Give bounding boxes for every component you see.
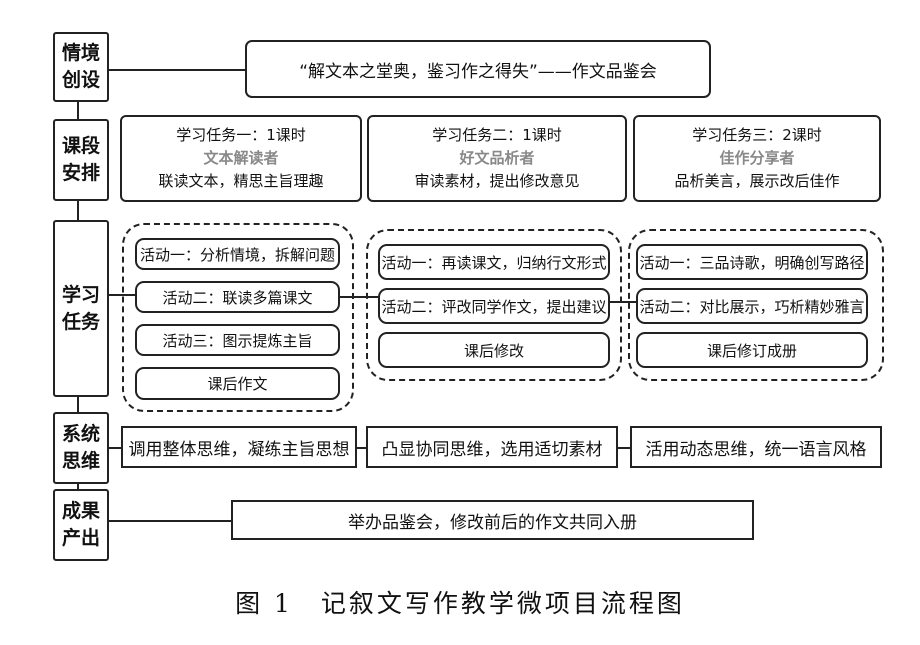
task-card-2-role: 好文品析者 bbox=[459, 149, 535, 167]
activity-group-2 bbox=[366, 229, 622, 381]
activity-group-3 bbox=[628, 229, 884, 381]
group1-activity-2-text: 活动二：联读多篇课文 bbox=[162, 288, 313, 307]
row-label-schedule: 课段 安排 bbox=[53, 119, 109, 201]
group1-activity-1: 活动一：分析情境，拆解问题 bbox=[135, 238, 340, 270]
task-card-2: 学习任务二：1课时 好文品析者 审读素材，提出修改意见 bbox=[367, 115, 627, 202]
group2-homework: 课后修改 bbox=[378, 332, 610, 368]
outcome-text: 举办品鉴会，修改前后的作文共同入册 bbox=[348, 512, 637, 533]
thinking-box-1-text: 调用整体思维，凝练主旨思想 bbox=[128, 439, 350, 460]
thinking-connector-1 bbox=[108, 447, 122, 449]
group3-activity-2: 活动二：对比展示，巧析精妙雅言 bbox=[636, 288, 868, 324]
group3-homework: 课后修订成册 bbox=[636, 332, 868, 368]
row-label-scenario-line2: 创设 bbox=[61, 69, 100, 91]
row-label-schedule-line2: 安排 bbox=[61, 162, 100, 184]
group2-homework-text: 课后修改 bbox=[463, 341, 524, 360]
thinking-box-2: 凸显协同思维，选用适切素材 bbox=[366, 426, 618, 468]
task-card-3-role: 佳作分享者 bbox=[719, 149, 795, 167]
task-card-1-desc: 联读文本，精思主旨理趣 bbox=[158, 172, 324, 190]
row-label-outcome-line1: 成果 bbox=[61, 500, 100, 522]
group3-activity-2-text: 活动二：对比展示，巧析精妙雅言 bbox=[639, 297, 865, 316]
activity-connector-2 bbox=[338, 296, 380, 298]
group1-activity-3-text: 活动三：图示提炼主旨 bbox=[162, 331, 313, 350]
activity-connector-3 bbox=[609, 301, 636, 303]
task-card-1-role: 文本解读者 bbox=[203, 149, 279, 167]
task-card-3-desc: 品析美言，展示改后佳作 bbox=[674, 172, 840, 190]
thinking-connector-3 bbox=[617, 447, 631, 449]
row-label-schedule-line1: 课段 bbox=[61, 135, 100, 157]
figure-caption: 图 1 记叙文写作教学微项目流程图 bbox=[235, 589, 685, 618]
group3-homework-text: 课后修订成册 bbox=[706, 341, 797, 360]
row-label-thinking-line1: 系统 bbox=[61, 423, 100, 445]
row-label-thinking: 系统 思维 bbox=[53, 412, 109, 484]
group1-homework-text: 课后作文 bbox=[207, 375, 268, 393]
task-card-1: 学习任务一：1课时 文本解读者 联读文本，精思主旨理趣 bbox=[120, 115, 362, 202]
outcome-connector bbox=[108, 520, 232, 522]
row-label-tasks: 学习 任务 bbox=[53, 220, 109, 397]
task-card-2-title: 学习任务二：1课时 bbox=[432, 126, 562, 144]
activity-group-1 bbox=[122, 223, 354, 412]
theme-box: “解文本之堂奥，鉴习作之得失”——作文品鉴会 bbox=[245, 40, 711, 98]
group1-homework: 课后作文 bbox=[135, 367, 340, 400]
row-label-tasks-line1: 学习 bbox=[61, 283, 100, 306]
row-label-scenario-line1: 情境 bbox=[61, 42, 100, 64]
task-card-3: 学习任务三：2课时 佳作分享者 品析美言，展示改后佳作 bbox=[633, 115, 881, 202]
thinking-box-1: 调用整体思维，凝练主旨思想 bbox=[121, 426, 357, 468]
group1-activity-1-text: 活动一：分析情境，拆解问题 bbox=[139, 245, 335, 264]
task-card-1-title: 学习任务一：1课时 bbox=[176, 126, 306, 144]
task-card-3-title: 学习任务三：2课时 bbox=[692, 126, 822, 144]
row-label-outcome-line2: 产出 bbox=[61, 527, 100, 549]
group2-activity-1-text: 活动一：再读课文，归纳行文形式 bbox=[381, 253, 607, 272]
thinking-box-3-text: 活用动态思维，统一语言风格 bbox=[645, 439, 867, 460]
thinking-connector-2 bbox=[356, 447, 367, 449]
task-card-2-desc: 审读素材，提出修改意见 bbox=[414, 172, 580, 190]
group2-activity-1: 活动一：再读课文，归纳行文形式 bbox=[378, 244, 610, 280]
thinking-box-3: 活用动态思维，统一语言风格 bbox=[630, 426, 882, 468]
group2-activity-2-text: 活动二：评改同学作文，提出建议 bbox=[381, 297, 607, 316]
outcome-box: 举办品鉴会，修改前后的作文共同入册 bbox=[231, 500, 754, 540]
row-label-thinking-line2: 思维 bbox=[61, 450, 100, 472]
group2-activity-2: 活动二：评改同学作文，提出建议 bbox=[378, 288, 610, 324]
row-label-tasks-line2: 任务 bbox=[61, 310, 100, 333]
group3-activity-1: 活动一：三品诗歌，明确创写路径 bbox=[636, 244, 868, 280]
row-label-outcome: 成果 产出 bbox=[53, 489, 109, 561]
row-label-scenario: 情境 创设 bbox=[53, 32, 109, 102]
theme-text: “解文本之堂奥，鉴习作之得失”——作文品鉴会 bbox=[299, 61, 657, 82]
thinking-box-2-text: 凸显协同思维，选用适切素材 bbox=[381, 439, 603, 460]
group3-activity-1-text: 活动一：三品诗歌，明确创写路径 bbox=[639, 253, 865, 272]
group1-activity-2: 活动二：联读多篇课文 bbox=[135, 281, 340, 313]
group1-activity-3: 活动三：图示提炼主旨 bbox=[135, 324, 340, 356]
theme-connector bbox=[108, 69, 246, 71]
